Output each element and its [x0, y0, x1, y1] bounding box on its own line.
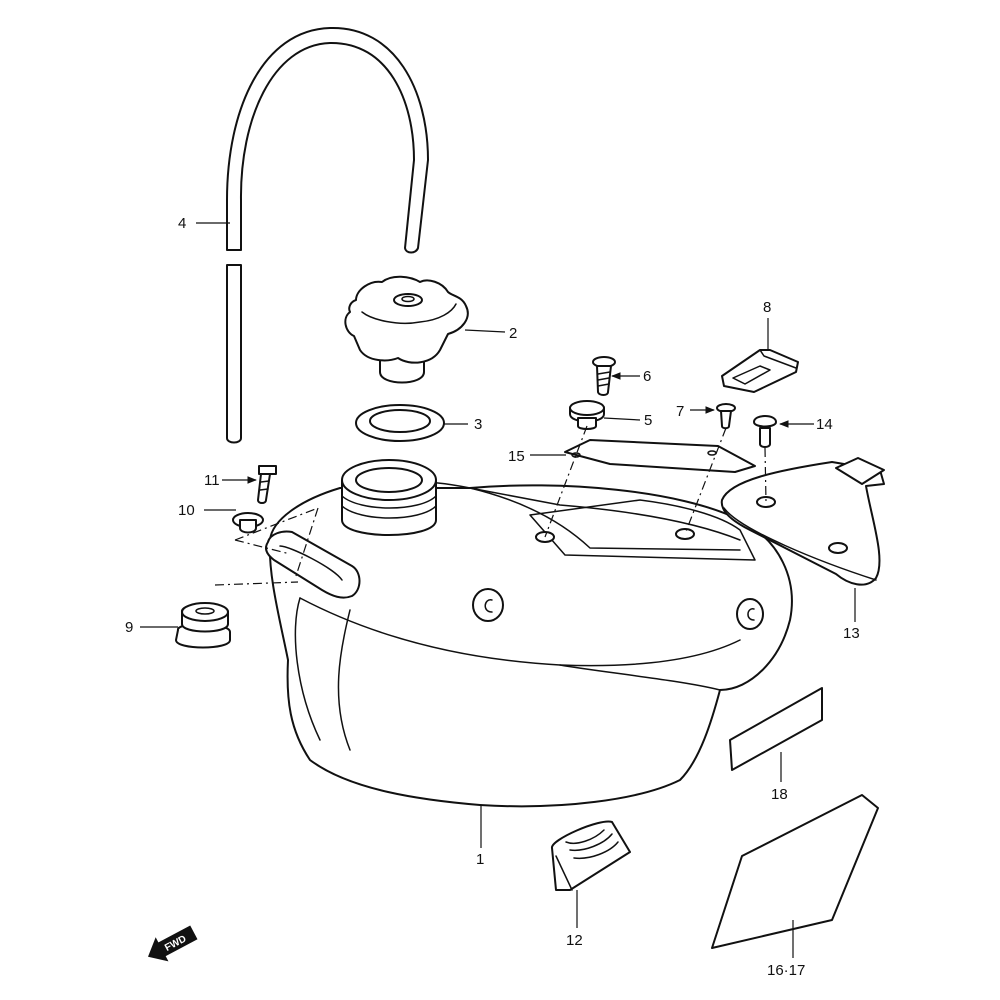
part-1-fuel-tank	[265, 459, 793, 808]
part-2-fuel-cap	[344, 275, 469, 384]
part-12-cover	[551, 820, 631, 891]
part-13-bracket	[720, 457, 885, 586]
callout-6: 6	[643, 368, 651, 385]
part-8-strap-clip	[721, 349, 799, 393]
callout-9: 9	[125, 619, 133, 636]
callout-12: 12	[566, 932, 583, 949]
part-9-grommet	[175, 602, 231, 649]
callout-2: 2	[509, 325, 517, 342]
callout-14: 14	[816, 416, 833, 433]
part-10-washer	[232, 512, 264, 534]
callout-10: 10	[178, 502, 195, 519]
assembly-guide-lines	[214, 425, 767, 586]
part-4-breather-hose	[226, 26, 429, 444]
part-14-bolt	[753, 415, 777, 448]
part-3-cap-gasket	[355, 404, 445, 442]
callout-1: 1	[476, 851, 484, 868]
part-5-cushion	[569, 400, 605, 430]
callout-labels: 4 2 3 6 5 7 8 14 15 11 10 9 13 18 1 12 1…	[125, 215, 860, 979]
callout-16-17: 16·17	[767, 962, 805, 979]
callout-7: 7	[676, 403, 684, 420]
callout-11: 11	[204, 472, 220, 489]
callout-15: 15	[508, 448, 525, 465]
fwd-label: FWD	[163, 934, 188, 954]
callout-18: 18	[771, 786, 788, 803]
callout-13: 13	[843, 625, 860, 642]
part-7-screw	[716, 403, 736, 430]
part-11-bolt	[257, 465, 277, 504]
part-18-label	[729, 687, 823, 771]
part-16-17-decal	[711, 794, 879, 949]
callout-3: 3	[474, 416, 482, 433]
fwd-direction-arrow: FWD	[148, 925, 198, 962]
callout-4: 4	[178, 215, 186, 232]
leader-lines	[140, 222, 856, 958]
part-15-plate	[564, 439, 756, 473]
callout-5: 5	[644, 412, 652, 429]
callout-8: 8	[763, 299, 771, 316]
part-6-screw	[592, 356, 616, 396]
